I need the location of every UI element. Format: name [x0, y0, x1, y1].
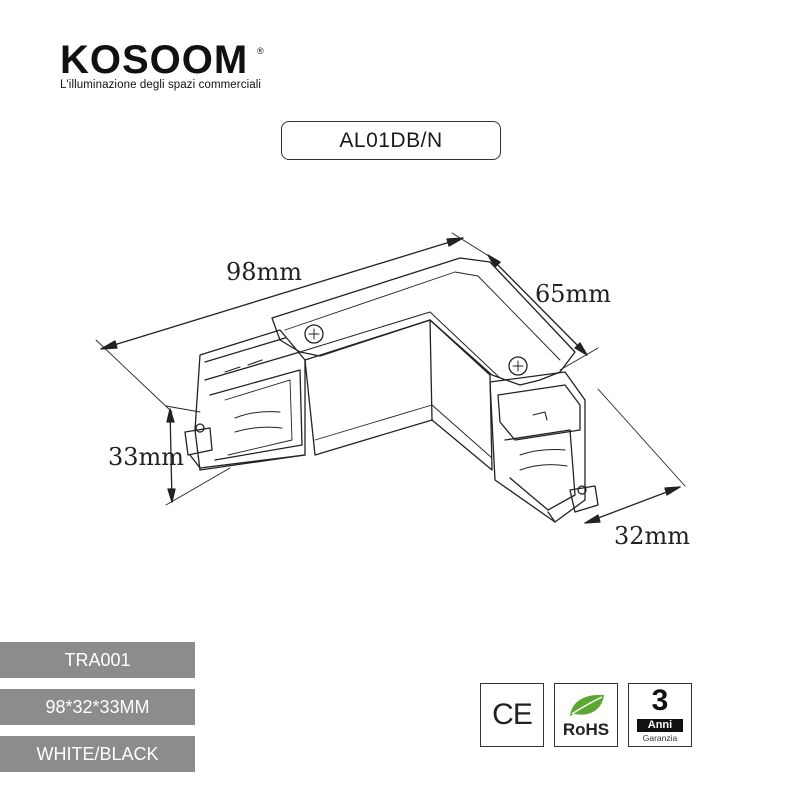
- dimension-line-height: [165, 405, 231, 506]
- spec-code: TRA001: [0, 642, 195, 678]
- spec-size: 98*32*33MM: [0, 689, 195, 725]
- connector-right-arm: [489, 371, 599, 523]
- registered-mark: ®: [257, 46, 264, 56]
- brand-name: KOSOOM: [60, 38, 249, 82]
- dimension-length-label: 98mm: [226, 258, 303, 286]
- dimension-depth-label: 32mm: [614, 522, 691, 550]
- warranty-badge: 3 Anni Garanzia: [628, 683, 692, 747]
- dimension-width-label: 65mm: [535, 280, 612, 308]
- connector-body: [304, 319, 493, 471]
- rohs-label: RoHS: [562, 720, 610, 739]
- brand-tagline: L'illuminazione degli spazi commerciali: [60, 79, 262, 91]
- leaf-icon: [570, 694, 604, 716]
- model-number: AL01DB/N: [281, 121, 501, 160]
- dimension-line-length: [95, 232, 501, 413]
- connector-left-arm: [184, 329, 306, 471]
- warranty-subtitle: Garanzia: [642, 733, 678, 743]
- spec-color: WHITE/BLACK: [0, 736, 195, 772]
- warranty-unit: Anni: [637, 719, 683, 732]
- ce-mark: CE: [492, 698, 533, 731]
- warranty-years: 3: [651, 684, 669, 717]
- rohs-badge: RoHS: [554, 683, 618, 747]
- dimension-line-depth: [584, 388, 686, 524]
- dimension-line-width: [487, 254, 599, 371]
- dimension-height-label: 33mm: [108, 443, 185, 471]
- ce-badge: CE: [480, 683, 544, 747]
- brand-logo: KOSOOM ®: [60, 38, 264, 82]
